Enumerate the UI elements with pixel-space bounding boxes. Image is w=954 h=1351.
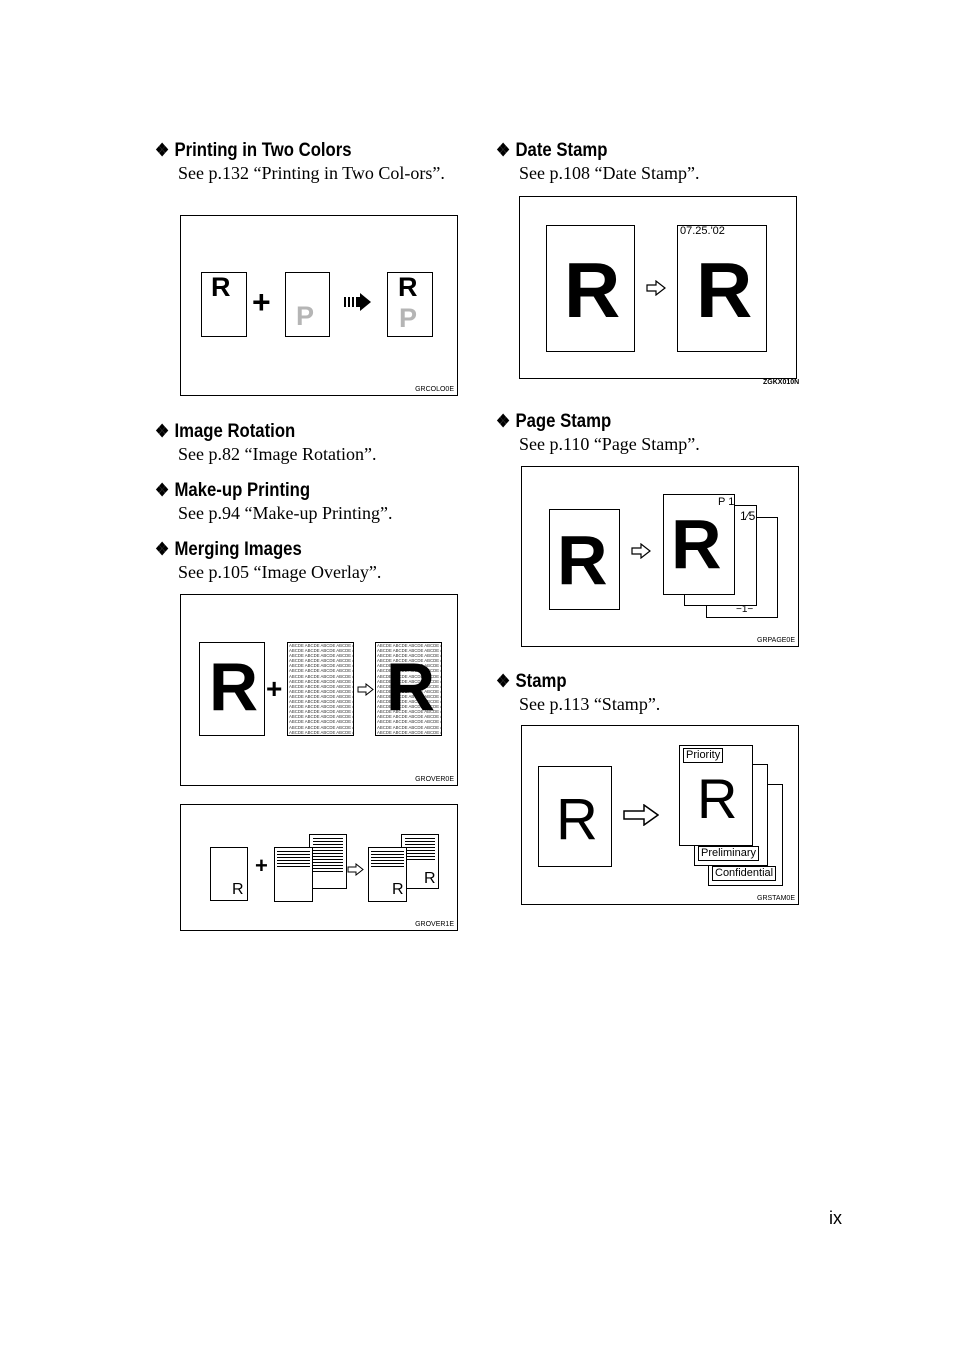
arrow-right-icon — [344, 293, 371, 311]
result-back-letter-r: R — [424, 870, 436, 887]
page-fraction-text: 1⁄5 — [740, 509, 756, 523]
plus-icon: + — [255, 853, 268, 878]
arrow-outline-icon — [347, 863, 364, 876]
ref-two-colors: See p.132 “Printing in Two Col-ors”. — [178, 163, 445, 183]
text-pattern: ABCDE ABCDE ABCDE ABCDE ABCDE ABCDE ABCD… — [377, 643, 441, 735]
stamp-confidential: Confidential — [712, 866, 777, 881]
ref-merging: See p.105 “Image Overlay”. — [178, 562, 382, 582]
section-makeup: ❖Make-up Printing See p.94 “Make-up Prin… — [155, 479, 392, 524]
plus-icon: + — [266, 673, 283, 704]
stamped-letter-r: R — [671, 505, 722, 583]
letter-p-gray: P — [296, 301, 315, 331]
letter-r: R — [232, 881, 244, 898]
merged-letter-r: R — [386, 649, 436, 725]
result-letter-r: R — [398, 272, 418, 302]
heading-date-stamp: ❖Date Stamp — [496, 140, 608, 161]
heading-two-colors: ❖Printing in Two Colors — [155, 140, 352, 161]
page-stack-back — [309, 834, 347, 889]
letter-r: R — [556, 787, 598, 852]
figure-code: GROVER1E — [415, 921, 454, 928]
page-number-stamp: P 1 — [718, 496, 735, 508]
page-footer-text: −1− — [736, 604, 754, 615]
diamond-bullet-icon: ❖ — [496, 671, 511, 691]
arrow-outline-icon — [631, 543, 651, 559]
ref-stamp: See p.113 “Stamp”. — [519, 694, 661, 714]
heading-image-rotation: ❖Image Rotation — [155, 421, 296, 442]
page-merged — [375, 642, 442, 736]
result-page-front — [368, 847, 407, 902]
figure-stamp: R Confidential Preliminary Priority R GR… — [521, 725, 799, 905]
page-original — [538, 766, 612, 867]
ref-image-rotation: See p.82 “Image Rotation”. — [178, 444, 377, 464]
diamond-bullet-icon: ❖ — [155, 480, 170, 500]
figure-code: GRCOLO0E — [415, 386, 454, 393]
page-p — [285, 272, 330, 337]
page-r — [201, 272, 247, 337]
section-date-stamp: ❖Date Stamp See p.108 “Date Stamp”. — [496, 139, 699, 184]
stamped-letter-r: R — [696, 246, 753, 334]
heading-merging: ❖Merging Images — [155, 539, 302, 560]
diamond-bullet-icon: ❖ — [496, 411, 511, 431]
result-front-letter-r: R — [392, 881, 404, 898]
text-lines — [277, 851, 310, 869]
page-number: ix — [829, 1208, 842, 1228]
ref-date-stamp: See p.108 “Date Stamp”. — [519, 163, 700, 183]
figure-code: GROVER0E — [415, 776, 454, 783]
diamond-bullet-icon: ❖ — [155, 539, 170, 559]
diamond-bullet-icon: ❖ — [155, 140, 170, 160]
text-lines — [371, 851, 404, 869]
section-stamp: ❖Stamp See p.113 “Stamp”. — [496, 670, 660, 715]
figure-overlay-2: R + R R GROVER1E — [180, 804, 458, 931]
figure-code-date: ZGKX010N — [763, 379, 800, 386]
diamond-bullet-icon: ❖ — [496, 140, 511, 160]
figure-page-stamp: R −1− 1⁄5 P 1 R GRPAGE0E — [521, 466, 799, 647]
ref-page-stamp: See p.110 “Page Stamp”. — [519, 434, 700, 454]
stamp-preliminary: Preliminary — [698, 846, 760, 861]
diamond-bullet-icon: ❖ — [155, 421, 170, 441]
stamped-letter-r: R — [697, 767, 738, 830]
page-r — [210, 847, 248, 901]
page-original — [546, 225, 635, 352]
text-lines — [313, 838, 343, 874]
section-page-stamp: ❖Page Stamp See p.110 “Page Stamp”. — [496, 410, 700, 455]
result-page-back — [401, 834, 439, 889]
ref-makeup: See p.94 “Make-up Printing”. — [178, 503, 393, 523]
figure-code: GRSTAM0E — [757, 895, 795, 902]
page-result — [387, 272, 433, 337]
figure-date-stamp: R 07.25.'02 R ZGKX010N — [519, 196, 797, 379]
text-pattern: ABCDE ABCDE ABCDE ABCDE ABCDE ABCDE ABCD… — [289, 643, 353, 735]
text-lines — [405, 838, 435, 862]
letter-r: R — [209, 649, 259, 725]
date-stamp-text: 07.25.'02 — [680, 225, 725, 237]
arrow-outline-icon — [623, 804, 659, 826]
figure-code: GRPAGE0E — [757, 637, 795, 644]
letter-r: R — [211, 272, 231, 302]
section-image-rotation: ❖Image Rotation See p.82 “Image Rotation… — [155, 420, 376, 465]
arrow-outline-icon — [646, 280, 666, 296]
page-r — [199, 642, 265, 736]
figure-two-colors: R + P R P GRCOLO0E — [180, 215, 458, 396]
page-stack-1 — [663, 494, 735, 595]
heading-page-stamp: ❖Page Stamp — [496, 411, 612, 432]
page-text-pattern — [287, 642, 354, 736]
figure-overlay: R + ABCDE ABCDE ABCDE ABCDE ABCDE ABCDE … — [180, 594, 458, 786]
letter-r: R — [557, 521, 608, 599]
page-stamped — [677, 225, 767, 352]
section-two-colors: ❖Printing in Two Colors See p.132 “Print… — [155, 139, 459, 184]
result-letter-p: P — [399, 303, 418, 333]
page-original — [549, 509, 620, 610]
plus-icon: + — [252, 284, 271, 320]
stamp-priority: Priority — [683, 748, 724, 763]
page-stack-front — [274, 847, 313, 902]
arrow-outline-icon — [357, 683, 374, 696]
section-merging: ❖Merging Images See p.105 “Image Overlay… — [155, 538, 381, 583]
heading-makeup: ❖Make-up Printing — [155, 480, 311, 501]
heading-stamp: ❖Stamp — [496, 671, 567, 692]
letter-r: R — [564, 246, 621, 334]
